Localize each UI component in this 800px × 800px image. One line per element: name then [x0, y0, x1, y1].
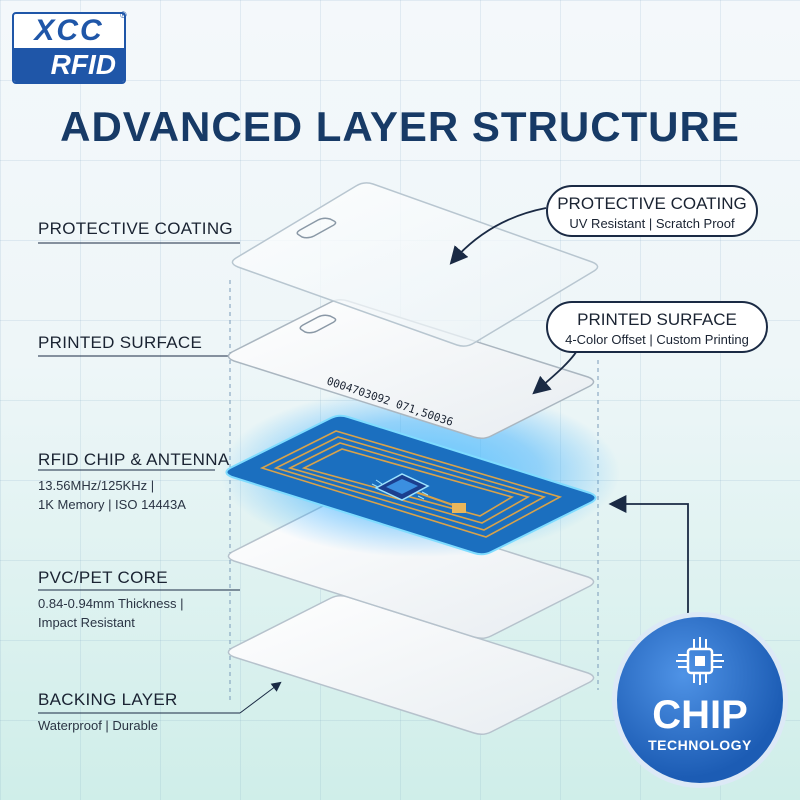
- label-heading: RFID CHIP & ANTENNA: [38, 450, 230, 469]
- callout-heading: PROTECTIVE COATING: [557, 194, 747, 213]
- microchip-icon: [371, 473, 430, 501]
- callout-heading: PRINTED SURFACE: [577, 310, 737, 329]
- label-detail: 13.56MHz/125KHz | 1K Memory | ISO 14443A: [38, 476, 229, 514]
- registered-mark: ®: [120, 10, 127, 20]
- label-detail: Waterproof | Durable: [38, 718, 158, 733]
- detail-line: 13.56MHz/125KHz |: [38, 478, 155, 493]
- chip-technology-badge: CHIP TECHNOLOGY: [612, 612, 788, 788]
- callout-detail: 4-Color Offset | Custom Printing: [565, 332, 749, 347]
- badge-technology-text: TECHNOLOGY: [648, 737, 752, 753]
- antenna-coil: [259, 430, 563, 538]
- printed-surface-slot: [299, 314, 337, 334]
- logo-rfid: RFID: [14, 48, 124, 82]
- chip-circuit-icon: [676, 637, 724, 685]
- antenna-pad: [452, 503, 466, 513]
- label-backing-layer: BACKING LAYER Waterproof | Durable: [38, 690, 178, 735]
- label-heading: PVC/PET CORE: [38, 568, 168, 587]
- badge-chip-text: CHIP: [652, 693, 748, 737]
- label-heading: PROTECTIVE COATING: [38, 219, 233, 238]
- protective-coating-card: [231, 182, 599, 347]
- label-heading: BACKING LAYER: [38, 690, 178, 709]
- callout-protective-coating: PROTECTIVE COATING UV Resistant | Scratc…: [546, 185, 758, 237]
- callout-detail: UV Resistant | Scratch Proof: [569, 216, 735, 231]
- label-rfid-chip: RFID CHIP & ANTENNA 13.56MHz/125KHz | 1K…: [38, 450, 229, 514]
- detail-line: 0.84-0.94mm Thickness |: [38, 596, 184, 611]
- brand-logo: XCC RFID: [12, 12, 126, 84]
- label-protective-coating: PROTECTIVE COATING: [38, 219, 233, 239]
- protective-coating-slot: [296, 217, 337, 239]
- logo-xcc: XCC: [34, 14, 104, 47]
- page-title: ADVANCED LAYER STRUCTURE: [60, 103, 740, 150]
- label-pvc-core: PVC/PET CORE 0.84-0.94mm Thickness | Imp…: [38, 568, 183, 632]
- detail-line: Impact Resistant: [38, 615, 135, 630]
- label-detail: 0.84-0.94mm Thickness | Impact Resistant: [38, 594, 183, 632]
- leader-lines: [38, 242, 282, 714]
- detail-line: 1K Memory | ISO 14443A: [38, 497, 186, 512]
- label-heading: PRINTED SURFACE: [38, 333, 203, 352]
- label-printed-surface: PRINTED SURFACE: [38, 333, 202, 353]
- callout-printed-surface: PRINTED SURFACE 4-Color Offset | Custom …: [546, 301, 768, 353]
